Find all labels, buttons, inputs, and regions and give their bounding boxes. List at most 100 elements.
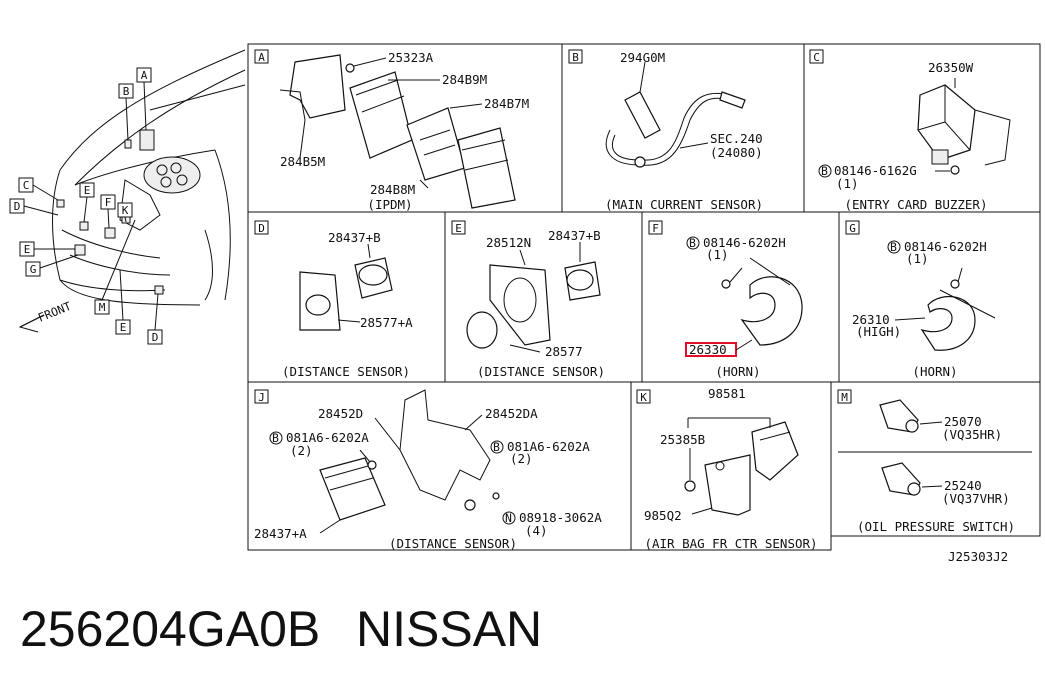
panel-frames bbox=[247, 43, 1041, 551]
svg-text:J: J bbox=[258, 391, 265, 404]
panel-d-distance-sensor: D 28437+B 28577+A (DISTANCE SENSOR) bbox=[254, 220, 413, 379]
overview-callout-g[interactable]: F bbox=[100, 194, 116, 229]
overview-callout-m[interactable]: M bbox=[94, 219, 136, 315]
svg-text:25070: 25070 bbox=[944, 414, 982, 429]
svg-text:26330: 26330 bbox=[689, 342, 727, 357]
svg-text:25240: 25240 bbox=[944, 478, 982, 493]
svg-text:F: F bbox=[652, 222, 659, 235]
svg-text:B: B bbox=[123, 85, 130, 98]
overview-callout-e2[interactable]: E bbox=[115, 269, 131, 335]
overview-callout-c[interactable]: C bbox=[18, 177, 59, 201]
svg-text:(DISTANCE SENSOR): (DISTANCE SENSOR) bbox=[389, 536, 517, 551]
panel-a-ipdm: A 25323A 284B9M 284B7M 284B5M 284B8M (IP… bbox=[254, 49, 529, 212]
svg-text:08918-3062A: 08918-3062A bbox=[519, 510, 602, 525]
panel-a-letter: A bbox=[258, 51, 265, 64]
svg-text:FRONT: FRONT bbox=[36, 299, 73, 325]
part-number: 256204GA0B bbox=[20, 601, 321, 657]
svg-text:E: E bbox=[24, 243, 31, 256]
svg-text:B: B bbox=[689, 236, 696, 250]
svg-text:284B9M: 284B9M bbox=[442, 72, 487, 87]
svg-text:G: G bbox=[30, 263, 37, 276]
svg-text:26310: 26310 bbox=[852, 312, 890, 327]
overview-callout-d2[interactable]: D bbox=[147, 293, 163, 345]
svg-text:B: B bbox=[821, 164, 828, 178]
svg-text:(ENTRY CARD BUZZER): (ENTRY CARD BUZZER) bbox=[845, 197, 988, 212]
svg-text:(1): (1) bbox=[706, 247, 729, 262]
svg-text:26350W: 26350W bbox=[928, 60, 974, 75]
svg-text:28437+B: 28437+B bbox=[548, 228, 601, 243]
svg-text:(4): (4) bbox=[525, 523, 548, 538]
svg-text:(VQ37VHR): (VQ37VHR) bbox=[942, 491, 1010, 506]
brand-name: NISSAN bbox=[356, 601, 543, 657]
svg-text:08146-6202H: 08146-6202H bbox=[703, 235, 786, 250]
panel-j-distance-sensor: J 28452D 28452DA B 081A6-6202A (2) B 081… bbox=[254, 389, 602, 551]
svg-text:081A6-6202A: 081A6-6202A bbox=[507, 439, 590, 454]
svg-text:28437+B: 28437+B bbox=[328, 230, 381, 245]
svg-text:08146-6162G: 08146-6162G bbox=[834, 163, 917, 178]
svg-text:985Q2: 985Q2 bbox=[644, 508, 682, 523]
svg-text:(2): (2) bbox=[510, 451, 533, 466]
svg-text:B: B bbox=[572, 51, 579, 64]
svg-text:(HORN): (HORN) bbox=[912, 364, 957, 379]
front-arrow-icon: FRONT bbox=[18, 299, 73, 333]
overview-callout-a[interactable]: A bbox=[136, 67, 152, 131]
svg-text:(2): (2) bbox=[290, 443, 313, 458]
overview-callout-k[interactable]: K bbox=[117, 202, 133, 223]
svg-text:28452DA: 28452DA bbox=[485, 406, 538, 421]
svg-text:E: E bbox=[84, 184, 91, 197]
svg-text:(DISTANCE SENSOR): (DISTANCE SENSOR) bbox=[477, 364, 605, 379]
overview-callout-j[interactable]: G bbox=[25, 254, 79, 277]
panel-a-caption: (IPDM) bbox=[367, 197, 412, 212]
panel-m-oil-pressure-switch: M 25070 (VQ35HR) 25240 (VQ37VHR) (OIL PR… bbox=[837, 389, 1032, 534]
svg-text:SEC.240: SEC.240 bbox=[710, 131, 763, 146]
panel-g-horn: G B 08146-6202H (1) 26310 (HIGH) (HORN) bbox=[845, 220, 996, 379]
svg-text:E: E bbox=[455, 222, 462, 235]
svg-text:B: B bbox=[890, 240, 897, 254]
overview-callout-e[interactable]: E bbox=[19, 241, 75, 257]
panel-k-air-bag-sensor: K 98581 25385B 985Q2 (AIR BAG FR CTR SEN… bbox=[636, 386, 818, 551]
panel-e-distance-sensor: E 28512N 28437+B 28577 (DISTANCE SENSOR) bbox=[451, 220, 605, 379]
svg-text:28577+A: 28577+A bbox=[360, 315, 413, 330]
svg-text:(OIL PRESSURE SWITCH): (OIL PRESSURE SWITCH) bbox=[857, 519, 1015, 534]
svg-text:C: C bbox=[23, 179, 30, 192]
svg-text:25323A: 25323A bbox=[388, 50, 434, 65]
svg-text:(1): (1) bbox=[836, 176, 859, 191]
svg-text:M: M bbox=[841, 391, 848, 404]
svg-text:08146-6202H: 08146-6202H bbox=[904, 239, 987, 254]
panel-f-horn: F B 08146-6202H (1) 26330 (HORN) bbox=[648, 220, 803, 379]
svg-text:(MAIN CURRENT SENSOR): (MAIN CURRENT SENSOR) bbox=[605, 197, 763, 212]
svg-text:E: E bbox=[120, 321, 127, 334]
svg-text:K: K bbox=[122, 204, 129, 217]
svg-text:(DISTANCE SENSOR): (DISTANCE SENSOR) bbox=[282, 364, 410, 379]
panel-c-entry-card-buzzer: C 26350W B 08146-6162G (1) (ENTRY CARD B… bbox=[809, 49, 1011, 212]
svg-text:(HIGH): (HIGH) bbox=[856, 324, 901, 339]
overview-callout-d[interactable]: D bbox=[9, 198, 59, 216]
svg-text:A: A bbox=[141, 69, 148, 82]
svg-text:(HORN): (HORN) bbox=[715, 364, 760, 379]
svg-text:K: K bbox=[640, 391, 647, 404]
svg-text:28512N: 28512N bbox=[486, 235, 531, 250]
svg-text:(1): (1) bbox=[906, 251, 929, 266]
svg-text:D: D bbox=[152, 331, 159, 344]
panel-b-main-current-sensor: B 294G0M SEC.240 (24080) (MAIN CURRENT S… bbox=[568, 49, 763, 212]
svg-text:25385B: 25385B bbox=[660, 432, 705, 447]
svg-text:(VQ35HR): (VQ35HR) bbox=[942, 427, 1002, 442]
overview-callout-b[interactable]: B bbox=[118, 83, 134, 141]
svg-text:28437+A: 28437+A bbox=[254, 526, 307, 541]
svg-text:081A6-6202A: 081A6-6202A bbox=[286, 430, 369, 445]
overview-callout-f[interactable]: E bbox=[79, 182, 95, 223]
svg-text:F: F bbox=[105, 196, 112, 209]
svg-text:(AIR BAG FR CTR SENSOR): (AIR BAG FR CTR SENSOR) bbox=[644, 536, 817, 551]
svg-text:D: D bbox=[258, 222, 265, 235]
svg-text:294G0M: 294G0M bbox=[620, 50, 665, 65]
svg-text:C: C bbox=[813, 51, 820, 64]
svg-text:284B8M: 284B8M bbox=[370, 182, 415, 197]
diagram-id: J25303J2 bbox=[948, 549, 1008, 564]
svg-text:98581: 98581 bbox=[708, 386, 746, 401]
svg-text:B: B bbox=[272, 431, 279, 445]
vehicle-overview: A B C D E F K E G M E D FRONT bbox=[9, 49, 246, 345]
svg-text:28452D: 28452D bbox=[318, 406, 363, 421]
svg-text:N: N bbox=[505, 511, 512, 525]
svg-text:M: M bbox=[99, 301, 106, 314]
